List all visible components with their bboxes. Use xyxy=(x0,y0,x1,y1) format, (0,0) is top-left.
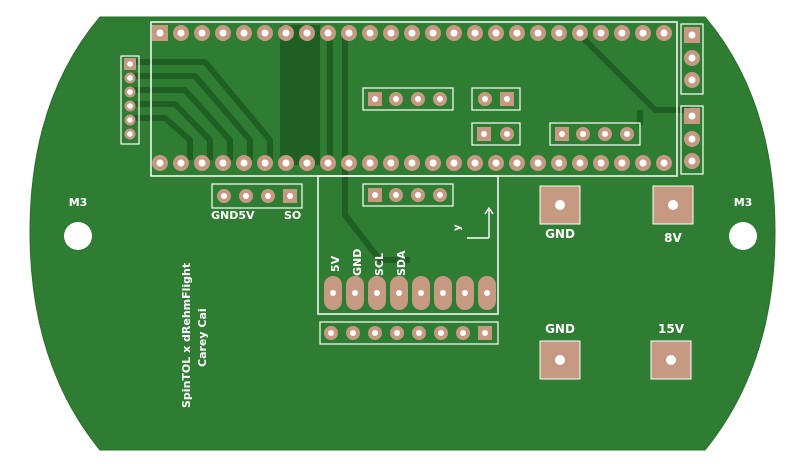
mounting-hole-right xyxy=(729,222,757,250)
mcu-bottom-pin-row xyxy=(152,155,672,171)
axis-marker xyxy=(467,206,494,239)
label-i2c-sda: SDA xyxy=(395,250,408,276)
inner-header-d xyxy=(549,122,641,146)
power-pad-gnd-bottom xyxy=(539,340,581,380)
bottom-8pin-header xyxy=(319,321,499,345)
label-pad-gnd-top: GND xyxy=(545,227,575,241)
left-vertical-header xyxy=(120,55,140,145)
credit-line-2: Carey Cai xyxy=(196,308,209,367)
label-axis-y: y xyxy=(452,224,463,231)
sensor-module-outline xyxy=(317,175,499,315)
power-pad-8v xyxy=(652,185,694,225)
label-so: SO xyxy=(284,209,301,222)
label-pad-gnd-bottom: GND xyxy=(545,322,575,336)
label-pad-8v: 8V xyxy=(664,231,682,245)
power-pad-gnd-top xyxy=(539,185,581,225)
sensor-oval-pads xyxy=(324,276,496,310)
copper-traces xyxy=(130,25,690,263)
credit-line-1: SpinTOL x dRehmFlight xyxy=(180,263,193,408)
label-pad-15v: 15V xyxy=(658,322,685,336)
right-top-header xyxy=(680,23,704,95)
gnd5v-so-header xyxy=(211,183,303,209)
label-mount-right: M3 xyxy=(734,196,753,209)
inner-header-b xyxy=(471,87,521,111)
mounting-hole-left xyxy=(64,222,92,250)
right-middle-header xyxy=(680,105,704,175)
label-i2c-5v: 5V xyxy=(329,255,342,272)
mcu-top-pin-row xyxy=(152,25,672,41)
label-gnd5v: GND5V xyxy=(211,209,255,222)
inner-header-a xyxy=(362,87,454,111)
inner-header-c xyxy=(471,122,521,146)
label-i2c-gnd: GND xyxy=(351,249,364,276)
label-i2c-scl: SCL xyxy=(373,253,386,276)
label-mount-left: M3 xyxy=(69,196,88,209)
power-pad-15v xyxy=(650,340,692,380)
sensor-header xyxy=(362,183,454,207)
